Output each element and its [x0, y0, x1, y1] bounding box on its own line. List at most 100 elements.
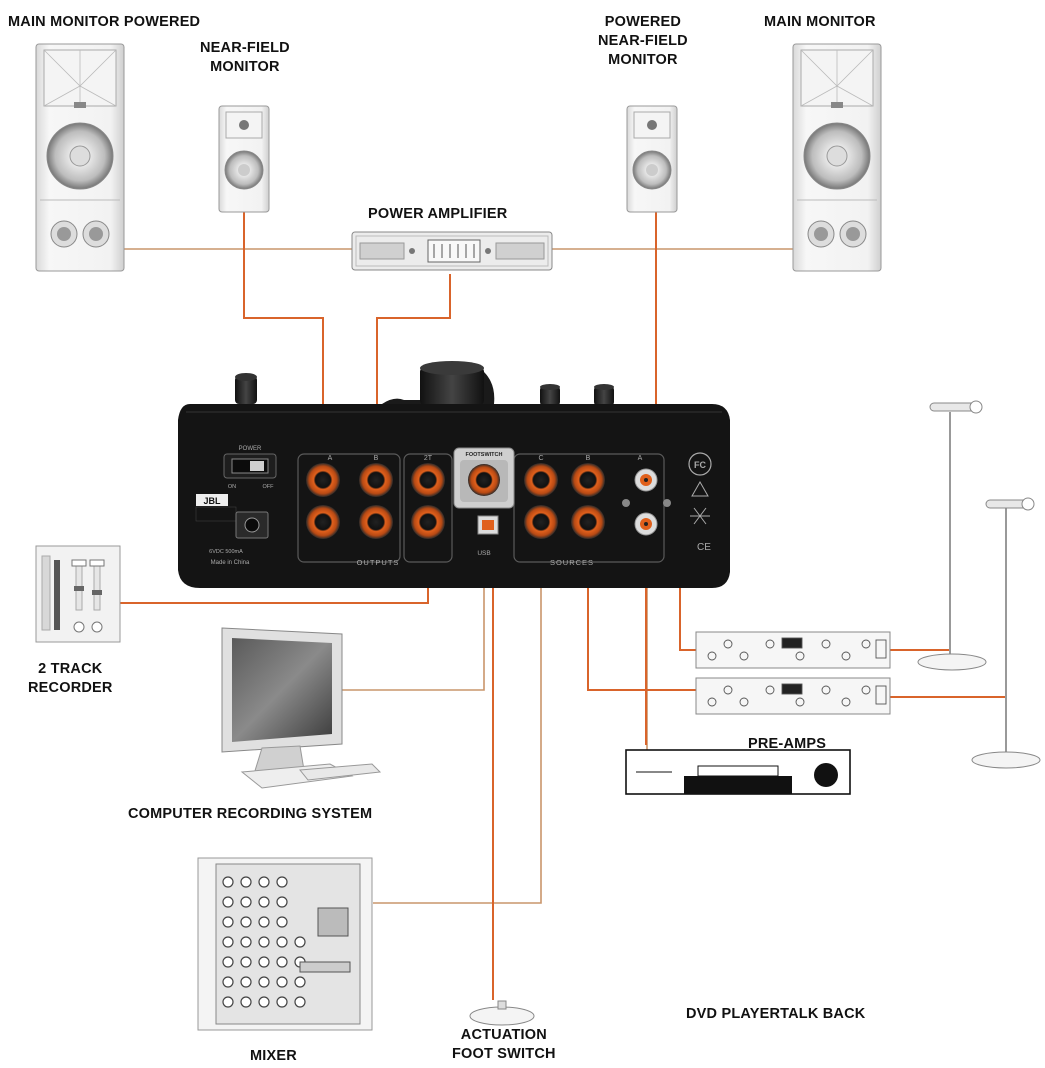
- panel-col-b-sources: B: [586, 455, 591, 462]
- panel-brand-logo: JBL: [203, 496, 221, 506]
- two-t-top-jack: [411, 463, 445, 497]
- pre-amp-knob: [723, 685, 733, 695]
- mixer-knob: [258, 896, 270, 908]
- pre-amp-knob: [765, 639, 775, 649]
- mixer-knob: [276, 956, 288, 968]
- mixer-knob: [276, 896, 288, 908]
- panel-col-c-sources: C: [538, 455, 543, 462]
- mixer-knob: [258, 996, 270, 1008]
- pre-amp-knob: [795, 651, 805, 661]
- mixer-knob: [222, 896, 234, 908]
- pre-amp-knob: [707, 651, 717, 661]
- monitor-controller-device: POWER ON OFF JBL 6VDC 500mA Made in Chin…: [178, 361, 730, 588]
- pre-amp-2: [695, 677, 891, 715]
- source-b-bottom-jack: [571, 505, 605, 539]
- top-knob-right-1: [540, 386, 560, 406]
- near-field-monitor-left: [218, 105, 270, 213]
- main-monitor-right-label: MAIN MONITOR: [764, 14, 876, 30]
- mixer-knob: [240, 976, 252, 988]
- pre-amp-knob: [739, 697, 749, 707]
- mixer-label: MIXER: [250, 1048, 297, 1064]
- source-b-top-jack: [571, 463, 605, 497]
- pre-amp-connector: [875, 685, 887, 705]
- actuation-foot-switch-label: ACTUATION FOOT SWITCH: [452, 1027, 556, 1062]
- foot-switch: [469, 1000, 535, 1026]
- source-c-bottom-jack: [524, 505, 558, 539]
- panel-sources-label: SOURCES: [550, 558, 594, 567]
- mixer-knob: [294, 976, 306, 988]
- mixer-knob: [222, 956, 234, 968]
- mixer-knob: [258, 976, 270, 988]
- cable-mixer-to-sources-c: [373, 481, 542, 904]
- pre-amp-knob: [795, 697, 805, 707]
- panel-on-label: ON: [228, 484, 236, 490]
- main-monitor-left: [35, 43, 125, 272]
- two-track-recorder-label: 2 TRACK RECORDER: [28, 661, 113, 696]
- pre-amp-knob: [739, 651, 749, 661]
- mixer-knob: [240, 876, 252, 888]
- mixer-knob: [258, 876, 270, 888]
- mixer-knob-grid: [222, 876, 306, 1008]
- power-amplifier: [351, 231, 553, 271]
- panel-made-in-label: Made in China: [211, 560, 250, 566]
- panel-fcc-mark: FC: [694, 460, 706, 470]
- panel-ce-mark: CE: [697, 542, 711, 553]
- mixer-knob: [294, 996, 306, 1008]
- panel-usb-label: USB: [477, 550, 490, 557]
- mixer-knob: [222, 996, 234, 1008]
- microphone-stand-1: [917, 400, 987, 671]
- pre-amp-knob: [723, 639, 733, 649]
- mixer-knob: [276, 916, 288, 928]
- mixer-knob: [258, 936, 270, 948]
- mixer-knob: [276, 976, 288, 988]
- panel-off-label: OFF: [263, 484, 275, 490]
- mixer-knob: [222, 876, 234, 888]
- top-knob-left: [235, 376, 257, 404]
- mixer-knob: [222, 936, 234, 948]
- powered-near-field-monitor-label: POWERED NEAR-FIELD MONITOR: [598, 14, 688, 68]
- mixer-knob: [240, 996, 252, 1008]
- mixer-knob: [240, 936, 252, 948]
- top-knob-right-2: [594, 386, 614, 406]
- mixer-knob: [222, 976, 234, 988]
- pre-amp-1: [695, 631, 891, 669]
- mixer-knob: [258, 916, 270, 928]
- dvd-player: [625, 749, 851, 795]
- mixer: [197, 857, 373, 1031]
- mixer-knob: [240, 956, 252, 968]
- panel-two-t-label: 2T: [424, 455, 433, 462]
- cable-computer-to-usb: [340, 540, 485, 691]
- two-track-recorder: [35, 545, 121, 643]
- mixer-knob: [240, 896, 252, 908]
- output-jacks: [306, 463, 605, 539]
- pre-amp-knob: [821, 639, 831, 649]
- output-a-top-jack: [306, 463, 340, 497]
- computer-recording-system: [221, 627, 382, 789]
- pre-amp-knob: [861, 639, 871, 649]
- panel-rating-label: 6VDC 500mA: [209, 549, 243, 555]
- pre-amp-knob: [841, 651, 851, 661]
- pre-amp-knob: [861, 685, 871, 695]
- main-monitor-powered-label: MAIN MONITOR POWERED: [8, 14, 201, 30]
- near-field-monitor-right: [626, 105, 678, 213]
- pre-amp-knob: [765, 685, 775, 695]
- pre-amp-knob: [707, 697, 717, 707]
- pre-amp-display: [781, 637, 803, 649]
- output-b-bottom-jack: [359, 505, 393, 539]
- panel-footswitch-label: FOOTSWITCH: [466, 452, 503, 458]
- microphone-stand-2: [971, 497, 1041, 769]
- power-amplifier-label: POWER AMPLIFIER: [368, 206, 508, 222]
- pre-amp-knob: [821, 685, 831, 695]
- pre-amps-label: PRE-AMPS: [748, 736, 827, 752]
- mixer-knob: [240, 916, 252, 928]
- pre-amp-connector: [875, 639, 887, 659]
- footswitch-jack: [468, 464, 500, 496]
- dvd-player-talk-back-label: DVD PLAYERTALK BACK: [686, 1006, 866, 1022]
- mixer-knob: [222, 916, 234, 928]
- pre-amp-display: [781, 683, 803, 695]
- panel-col-a-sources: A: [638, 455, 643, 462]
- near-field-monitor-left-label: NEAR-FIELD MONITOR: [200, 40, 290, 75]
- panel-power-label: POWER: [239, 446, 262, 452]
- computer-recording-system-label: COMPUTER RECORDING SYSTEM: [128, 806, 373, 822]
- mixer-knob: [276, 876, 288, 888]
